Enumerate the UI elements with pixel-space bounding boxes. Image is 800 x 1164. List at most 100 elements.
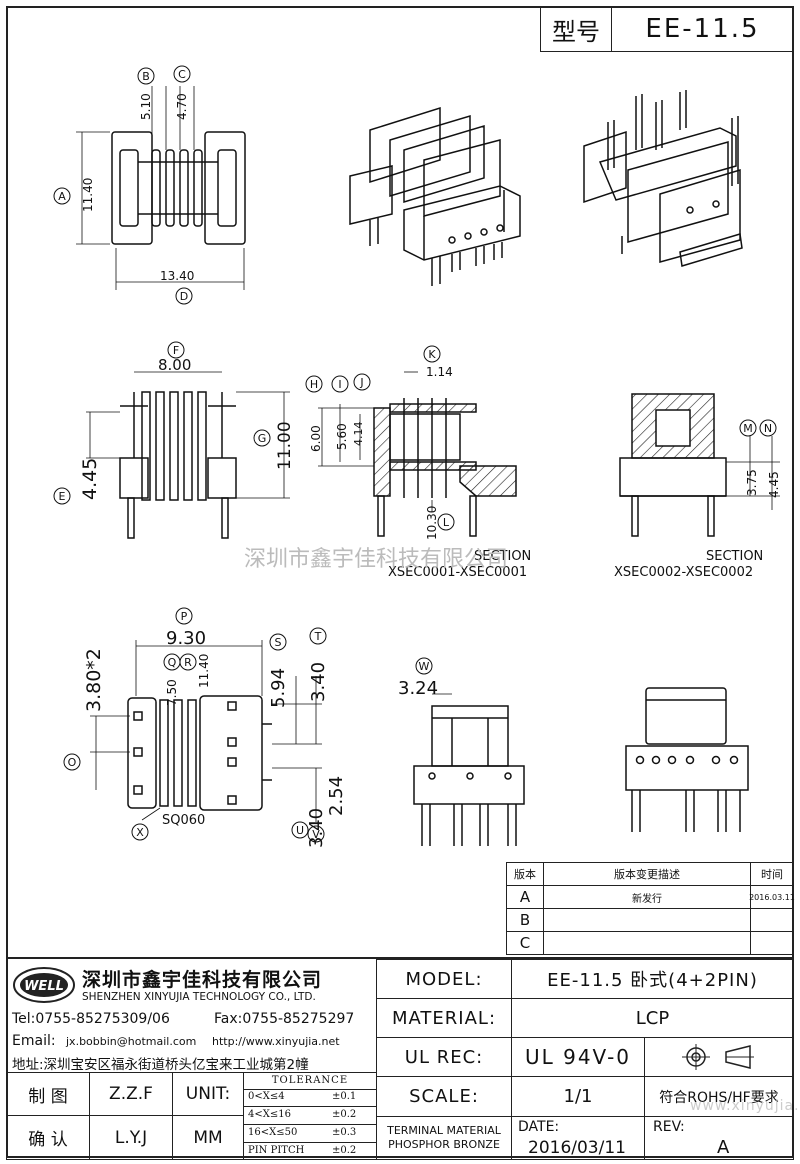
rev-cell: REV: A <box>644 1116 794 1160</box>
rev-header-date: 时间 <box>750 862 794 886</box>
dim-1-14: 1.14 <box>426 365 453 379</box>
date-cell: DATE: 2016/03/11 <box>511 1116 645 1160</box>
callout-o: O <box>68 756 77 769</box>
callout-g: G <box>258 432 267 445</box>
watermark-url: www.xinyujia.net <box>690 1098 800 1114</box>
section-view-1 <box>318 371 517 537</box>
callout-circles <box>53 65 777 843</box>
section1-name: XSEC0001-XSEC0001 <box>388 565 527 580</box>
callout-j: J <box>359 376 363 389</box>
section2-title: SECTION <box>706 549 763 564</box>
terminal-label: TERMINAL MATERIAL <box>387 1124 501 1137</box>
title-block: WELL 深圳市鑫宇佳科技有限公司 SHENZHEN XINYUJIA TECH… <box>6 957 794 1160</box>
isometric-view-left <box>349 106 521 286</box>
company-tel: Tel:0755-85275309/06 <box>12 1011 170 1027</box>
callout-r: R <box>184 656 192 669</box>
dim-10-30: 10.30 <box>425 506 439 540</box>
callout-a: A <box>58 190 66 203</box>
model-label: MODEL: <box>376 959 512 999</box>
dim-7-50: 7.50 <box>165 679 179 706</box>
tolerance-value-1: ±0.2 <box>332 1109 357 1120</box>
callout-w: W <box>419 660 430 673</box>
rev-header-desc: 版本变更描述 <box>543 862 751 886</box>
drawing-frame <box>6 6 794 1158</box>
dim-9-30: 9.30 <box>166 628 206 649</box>
scale-label: SCALE: <box>376 1076 512 1117</box>
date-value: 2016/03/11 <box>528 1138 626 1158</box>
rev-row-b-date <box>750 908 794 932</box>
rev-row-c-desc <box>543 931 751 955</box>
dim-3-40-top: 3.40 <box>308 662 329 702</box>
drawn-label: 制 图 <box>6 1072 90 1116</box>
unit-value: MM <box>172 1115 244 1160</box>
company-name-cn: 深圳市鑫宇佳科技有限公司 <box>82 969 323 991</box>
callout-s: S <box>275 636 282 649</box>
projection-symbol-cell <box>644 1037 794 1077</box>
rev-label: REV: <box>653 1119 685 1135</box>
email-label: Email: <box>12 1033 56 1049</box>
dim-11-40: 11.40 <box>81 178 95 212</box>
rev-value: A <box>717 1137 730 1158</box>
drawn-value: Z.Z.F <box>89 1072 173 1116</box>
ulrec-label: UL REC: <box>376 1037 512 1077</box>
dim-5-94: 5.94 <box>268 668 289 708</box>
callout-h: H <box>310 378 318 391</box>
material-label: MATERIAL: <box>376 998 512 1038</box>
rev-row-a-version: A <box>506 885 544 909</box>
company-name-en: SHENZHEN XINYUJIA TECHNOLOGY CO., LTD. <box>82 991 316 1003</box>
dim-13-40: 13.40 <box>160 269 194 283</box>
rev-row-a-date: 2016.03.11 <box>749 885 795 909</box>
check-value: L.Y.J <box>89 1115 173 1160</box>
bottom-view <box>90 640 322 822</box>
tolerance-range-1: 4<X≤16 <box>248 1109 291 1120</box>
section1-title: SECTION <box>474 549 531 564</box>
dim-4-45-front: 4.45 <box>79 458 101 500</box>
terminal-cell: TERMINAL MATERIAL PHOSPHOR BRONZE <box>376 1116 512 1160</box>
scale-value: 1/1 <box>511 1076 645 1117</box>
check-label: 确 认 <box>6 1115 90 1160</box>
callout-q: Q <box>168 656 177 669</box>
company-info: WELL 深圳市鑫宇佳科技有限公司 SHENZHEN XINYUJIA TECH… <box>6 959 377 1073</box>
revision-table: 版本 版本变更描述 时间 A 新发行 2016.03.11 B C <box>506 862 795 958</box>
company-website: http://www.xinyujia.net <box>212 1035 340 1048</box>
technical-drawing: B C A D F G E H I J K L M N P Q R S T O … <box>53 65 781 848</box>
type-label-cell: 型号 <box>540 6 612 52</box>
top-view <box>76 86 246 290</box>
callout-f: F <box>173 344 179 357</box>
callout-k: K <box>428 348 436 361</box>
tolerance-value-3: ±0.2 <box>332 1145 357 1156</box>
dim-2-54: 2.54 <box>326 776 347 816</box>
front-view <box>86 371 290 539</box>
rev-row-b-desc <box>543 908 751 932</box>
callout-t: T <box>314 630 322 643</box>
ulrec-value: UL 94V-0 <box>511 1037 645 1077</box>
dim-8-00: 8.00 <box>158 356 191 374</box>
third-angle-projection-icon <box>682 1044 754 1070</box>
dim-6-00: 6.00 <box>309 425 323 452</box>
date-label: DATE: <box>518 1119 560 1135</box>
section2-name: XSEC0002-XSEC0002 <box>614 565 753 580</box>
callout-b: B <box>142 70 150 83</box>
callout-u: U <box>296 824 304 837</box>
rev-row-b-version: B <box>506 908 544 932</box>
dim-3-40-bottom: 3.40 <box>306 808 327 848</box>
end-view <box>625 687 749 832</box>
callout-n: N <box>764 422 772 435</box>
watermark-center: 深圳市鑫宇佳科技有限公司 <box>244 547 508 572</box>
dim-3-24: 3.24 <box>398 678 438 699</box>
tolerance-value-0: ±0.1 <box>332 1091 357 1102</box>
tolerance-range-0: 0<X≤4 <box>248 1091 285 1102</box>
tolerance-table: TOLERANCE 0<X≤4 ±0.1 4<X≤16 ±0.2 16<X≤50… <box>243 1072 377 1160</box>
callout-p: P <box>181 610 188 623</box>
callout-e: E <box>59 490 66 503</box>
model-value: EE-11.5 卧式(4+2PIN) <box>511 959 794 999</box>
rev-row-a-desc: 新发行 <box>543 885 751 909</box>
side-view <box>413 693 525 846</box>
section-view-2 <box>619 393 780 537</box>
rev-row-c-version: C <box>506 931 544 955</box>
model-code-cell: EE-11.5 <box>611 6 794 52</box>
company-email: jx.bobbin@hotmail.com <box>66 1035 197 1048</box>
callout-m: M <box>743 422 753 435</box>
dim-4-14: 4.14 <box>352 422 365 447</box>
terminal-value: PHOSPHOR BRONZE <box>388 1138 500 1151</box>
